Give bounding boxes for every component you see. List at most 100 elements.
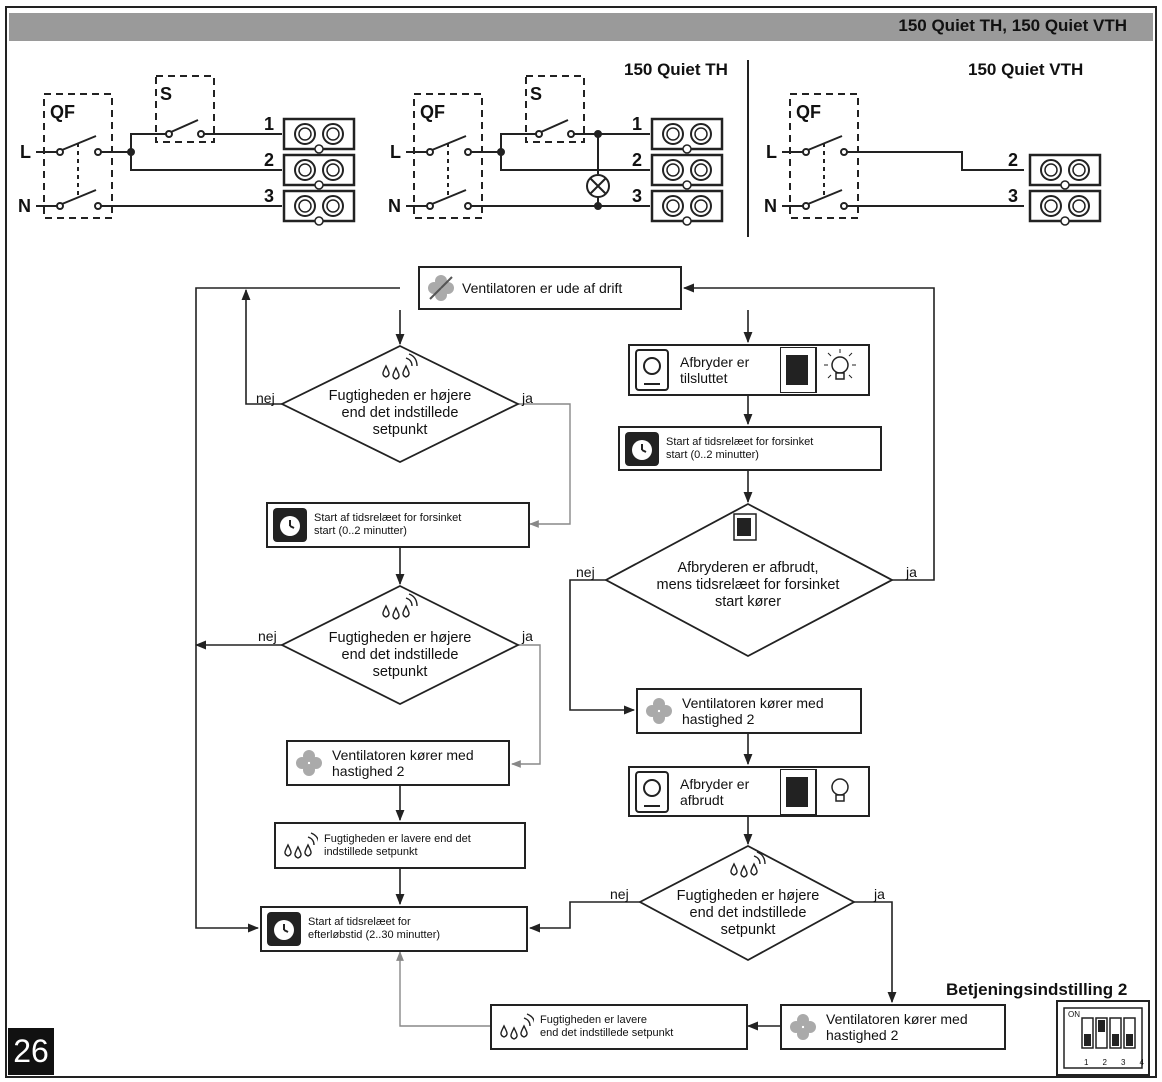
run-bottom-line-1: Ventilatoren kører med [826,1011,968,1027]
decision-2-line-1: Fugtigheden er højere [328,630,472,646]
switch-off-line-2: afbrudt [680,791,724,808]
dip-number-1: 1 [1084,1058,1089,1067]
n-label-2: N [388,196,401,216]
switch-lamp-on-icon [780,347,856,393]
timer-after-line-2: efterløbstid (2..30 minutter) [308,929,441,941]
timer-right-line-1: Start af tidsrelæet for forsinket [666,435,814,448]
decision-switch-line-1: Afbryderen er afbrudt, [677,560,819,576]
fan-icon [296,750,322,776]
dip-number-2: 2 [1102,1058,1107,1067]
sensor-icon [635,349,669,391]
s-label-1: S [160,84,173,104]
page-frame [5,6,1157,1078]
decision-3-line-2: end det indstillede [689,905,807,921]
terminal-3-label-3: 3 [1008,186,1019,206]
humidity-icon [284,831,318,859]
timer-icon [267,912,301,946]
decision-2-line-2: end det indstillede [341,647,459,663]
humid-low-bottom-line-2: end det indstillede setpunkt [540,1027,674,1039]
decision-switch-text: Afbryderen er afbrudt, mens tidsrelæet f… [632,560,864,611]
decision-switch-line-2: mens tidsrelæet for forsinket [656,577,840,593]
box-timer-afterrun: Start af tidsrelæet for efterløbstid (2.… [260,906,528,952]
wiring-diagram-1 [36,75,282,219]
humid-low-left-line-1: Fugtigheden er lavere end det [324,832,471,845]
dip-on-label: ON [1068,1010,1080,1019]
decision-3-yes: ja [874,886,885,902]
decision-2-line-3: setpunkt [372,664,428,680]
box-switch-off: Afbryder er afbrudt [628,766,870,817]
decision-3-text: Fugtigheden er højere end det indstilled… [650,888,846,939]
dip-number-4: 4 [1139,1058,1144,1067]
dip-switch-icon [1056,1000,1150,1076]
decision-1-line-1: Fugtigheden er højere [328,388,472,404]
vth-title: 150 Quiet VTH [968,60,1084,79]
dip-number-3: 3 [1121,1058,1126,1067]
decision-1-line-3: setpunkt [372,422,428,438]
terminal-2-label-1: 2 [264,150,275,170]
switch-lamp-off-icon [780,768,849,815]
fan-off-icon [428,275,454,301]
page-number: 26 [8,1028,54,1075]
s-label-2: S [530,84,543,104]
decision-2-yes: ja [522,628,533,644]
decision-1-text: Fugtigheden er højere end det indstilled… [300,388,500,439]
timer-after-line-1: Start af tidsrelæet for [308,916,411,928]
header-title: 150 Quiet TH, 150 Quiet VTH [898,16,1127,35]
run-right-line-1: Ventilatoren kører med [682,695,824,711]
decision-switch [604,502,894,658]
switch-off-line-1: Afbryder er [680,775,750,792]
timer-right-line-2: start (0..2 minutter) [666,448,759,461]
run-left-line-1: Ventilatoren kører med [332,747,474,763]
decision-1 [279,344,521,464]
sensor-icon [635,770,669,813]
fan-icon [790,1014,816,1040]
box-fan-speed2-left: Ventilatoren kører med hastighed 2 [286,740,510,786]
th-title: 150 Quiet TH [624,60,728,79]
n-label-1: N [18,196,31,216]
wiring-diagram-2 [406,75,650,219]
terminal-3-label-1: 3 [264,186,275,206]
header-bar: 150 Quiet TH, 150 Quiet VTH [9,13,1153,41]
qf-label-1: QF [50,102,75,122]
box-fan-off-text: Ventilatoren er ude af drift [462,280,623,296]
terminal-2-label-3: 2 [1008,150,1019,170]
decision-3 [638,844,856,962]
box-humidity-lower-left: Fugtigheden er lavere end det indstilled… [274,822,526,869]
humidity-icon [382,353,766,878]
decision-1-line-2: end det indstillede [341,405,459,421]
fan-icon [646,698,672,724]
l-label-1: L [20,142,31,162]
box-fan-speed2-right: Ventilatoren kører med hastighed 2 [636,688,862,734]
decision-3-line-1: Fugtigheden er højere [676,888,820,904]
box-timer-delay-right: Start af tidsrelæet for forsinket start … [618,426,882,471]
n-label-3: N [764,196,777,216]
decision-2 [279,584,521,706]
qf-label-3: QF [796,102,821,122]
timer-icon [273,508,307,542]
terminal-3-label-2: 3 [632,186,643,206]
terminal-2-label-2: 2 [632,150,643,170]
box-humidity-lower-bottom: Fugtigheden er lavere end det indstilled… [490,1004,748,1050]
decision-switch-line-3: start kører [714,594,782,610]
l-label-3: L [766,142,777,162]
l-label-2: L [390,142,401,162]
terminal-1-label-2: 1 [632,114,643,134]
terminal-1-label-1: 1 [264,114,275,134]
switch-on-line-2: tilsluttet [680,370,728,386]
decision-switch-no: nej [576,564,595,580]
dip-numbers: 1 2 3 4 [1084,1058,1144,1067]
box-switch-on: Afbryder er tilsluttet [628,344,870,396]
box-fan-off: Ventilatoren er ude af drift [418,266,682,310]
box-fan-speed2-bottom: Ventilatoren kører med hastighed 2 [780,1004,1006,1050]
humid-low-bottom-line-1: Fugtigheden er lavere [540,1014,648,1026]
decision-3-no: nej [610,886,629,902]
humid-low-left-line-2: indstillede setpunkt [324,845,418,858]
run-right-line-2: hastighed 2 [682,711,755,727]
decision-2-text: Fugtigheden er højere end det indstilled… [300,630,500,681]
switch-on-line-1: Afbryder er [680,354,750,370]
wall-switch-icon [733,513,757,541]
box-timer-delay-left: Start af tidsrelæet for forsinket start … [266,502,530,548]
timer-left-line-1: Start af tidsrelæet for forsinket [314,512,462,524]
operating-mode-label: Betjeningsindstilling 2 [946,980,1128,999]
